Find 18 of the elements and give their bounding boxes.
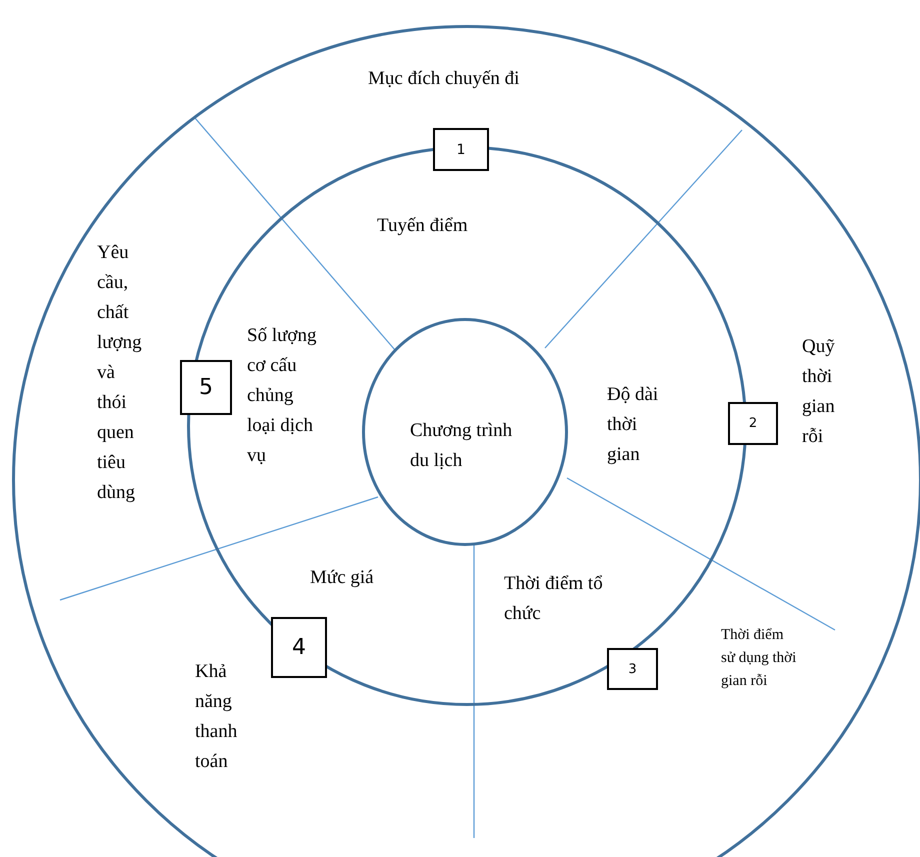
number-box: 2 <box>728 402 778 445</box>
sector-label: Quỹ thời gian rỗi <box>802 335 836 449</box>
sector-label: Yêu cầu, chất lượng và thói quen tiêu dùng <box>97 241 143 505</box>
number-box: 1 <box>433 128 489 171</box>
circle-node <box>362 318 568 546</box>
number-box: 5 <box>180 360 232 415</box>
circle-ring <box>12 25 920 857</box>
sector-label: Mục đích chuyến đi <box>368 67 520 91</box>
number-box: 4 <box>271 617 327 678</box>
number-box: 3 <box>607 648 658 690</box>
sector-label: Mức giá <box>310 566 375 590</box>
sector-label: Tuyến điểm <box>377 214 469 238</box>
sector-label: Khả năng thanh toán <box>195 660 238 774</box>
sector-label: Độ dài thời gian <box>607 383 660 467</box>
sector-label: Thời điểm sử dụng thời gian rỗi <box>721 626 798 691</box>
sector-label: Số lượng cơ cấu chủng loại dịch vụ <box>247 324 318 468</box>
center-label: Chương trình du lịch <box>410 419 514 473</box>
sector-label: Thời điểm tổ chức <box>504 572 604 626</box>
